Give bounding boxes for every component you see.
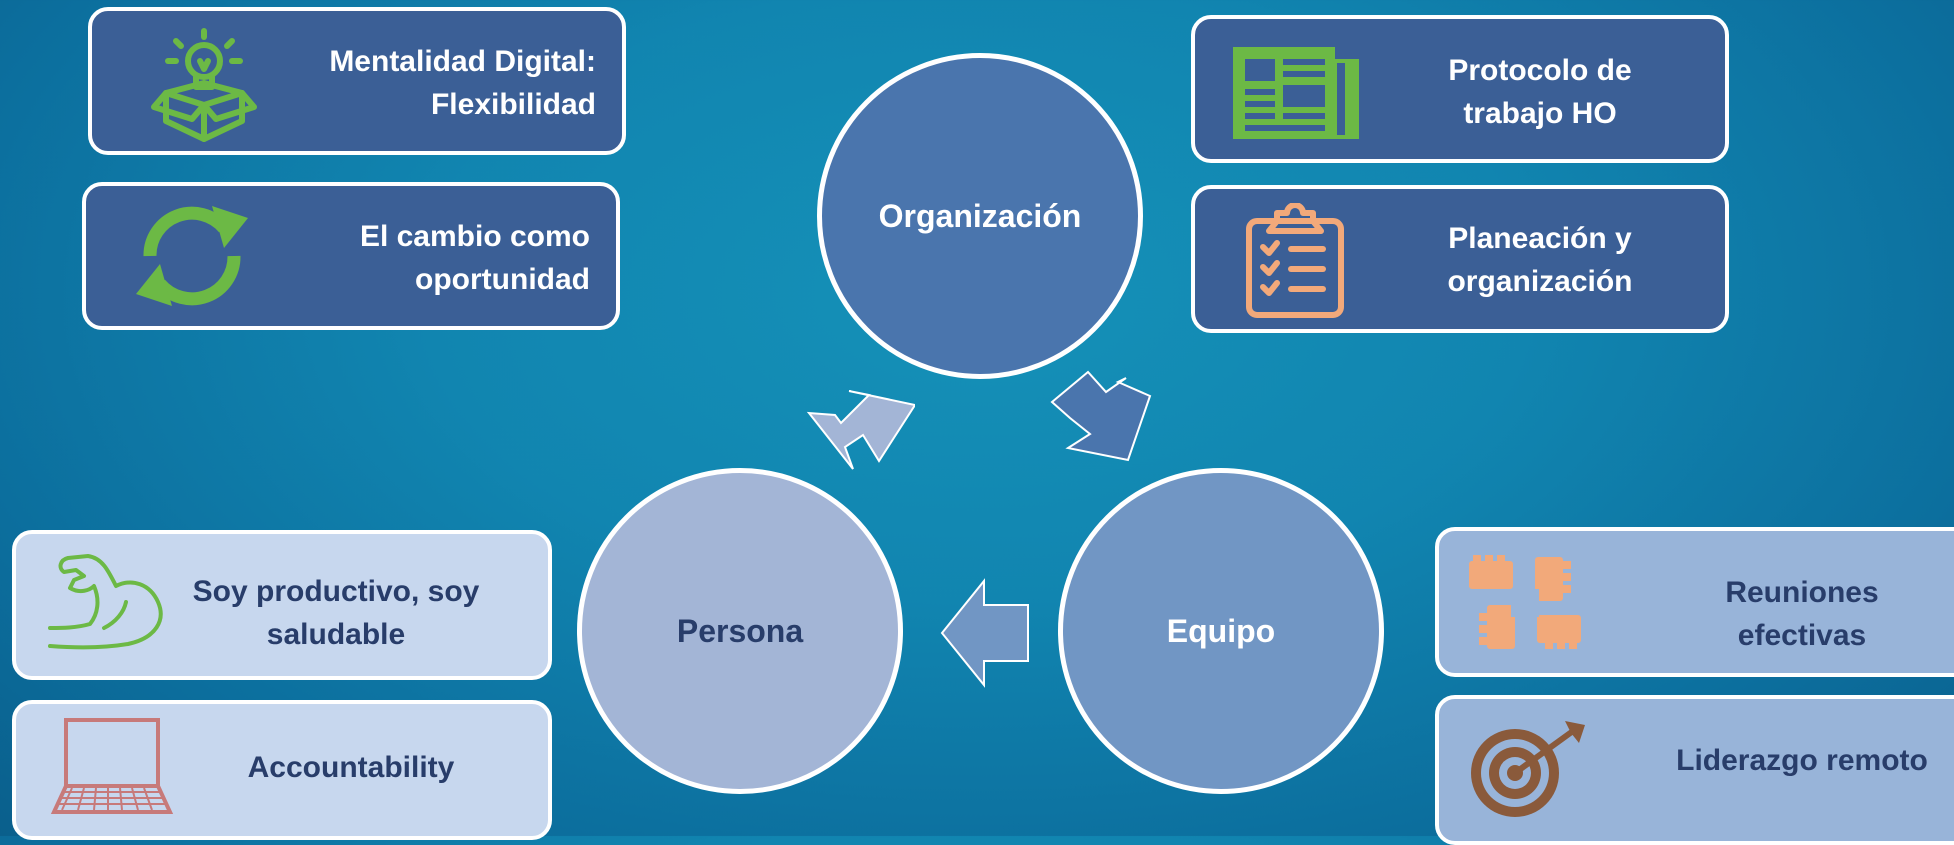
arrow-equipo-to-persona xyxy=(940,578,1029,688)
newspaper-icon xyxy=(1233,47,1359,139)
card-accountability: Accountability xyxy=(12,700,552,840)
card-reuniones-label: Reuniones efectivas xyxy=(1725,576,1879,652)
clipboard-checklist-icon xyxy=(1246,203,1344,318)
card-planeacion-label: Planeación y organización xyxy=(1447,222,1633,298)
card-reuniones: Reuniones efectivas xyxy=(1435,527,1954,677)
arrow-persona-to-organizacion xyxy=(806,390,915,470)
arrow-organizacion-to-equipo xyxy=(1050,370,1152,462)
hub-equipo: Equipo xyxy=(1058,468,1384,794)
card-planeacion: Planeación y organización xyxy=(1191,185,1729,333)
card-liderazgo-label: Liderazgo remoto xyxy=(1676,744,1928,777)
card-cambio-oportunidad: El cambio como oportunidad xyxy=(82,182,620,330)
hub-persona-label: Persona xyxy=(676,612,804,649)
card-cambio-label: El cambio como oportunidad xyxy=(359,220,590,296)
hub-organizacion-label: Organización xyxy=(878,197,1082,234)
card-liderazgo: Liderazgo remoto xyxy=(1435,695,1954,845)
refresh-cycle-icon xyxy=(136,206,248,306)
hub-equipo-label: Equipo xyxy=(1166,612,1276,649)
lightbulb-box-icon xyxy=(151,28,257,142)
card-productivo: Soy productivo, soy saludable xyxy=(12,530,552,680)
card-productivo-label: Soy productivo, soy saludable xyxy=(192,575,480,651)
hub-organizacion: Organización xyxy=(817,53,1143,379)
laptop-icon xyxy=(50,718,174,814)
flexed-arm-icon xyxy=(48,554,163,650)
hub-persona: Persona xyxy=(577,468,903,794)
card-mentalidad-digital: Mentalidad Digital: Flexibilidad xyxy=(88,7,626,155)
card-protocolo-label: Protocolo de trabajo HO xyxy=(1448,54,1632,130)
joined-hands-icon xyxy=(1469,555,1581,649)
card-mentalidad-label: Mentalidad Digital: Flexibilidad xyxy=(329,45,596,121)
target-dart-icon xyxy=(1471,721,1585,817)
card-accountability-label: Accountability xyxy=(247,751,455,784)
card-protocolo: Protocolo de trabajo HO xyxy=(1191,15,1729,163)
